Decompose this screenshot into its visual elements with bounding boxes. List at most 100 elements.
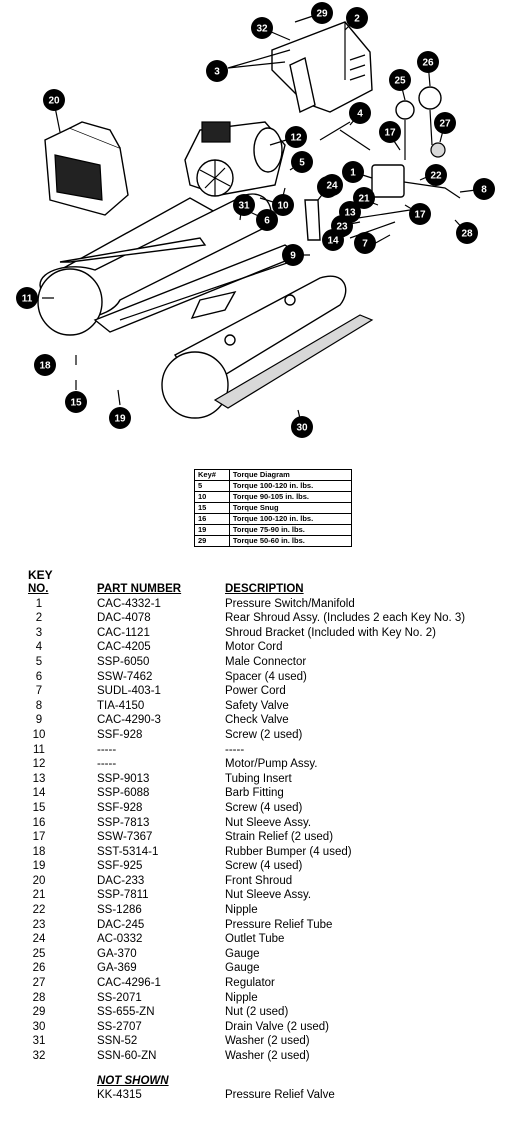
callout-22: 22 — [425, 164, 447, 186]
key-number: 19 — [32, 860, 46, 873]
part-number: GA-370 — [97, 947, 137, 960]
svg-text:2: 2 — [354, 14, 360, 25]
key-number: 31 — [32, 1035, 46, 1048]
callout-28: 28 — [456, 222, 478, 244]
part-description: Male Connector — [225, 655, 307, 668]
torque-key: 19 — [194, 524, 230, 536]
part-number: CAC-4296-1 — [97, 977, 161, 990]
torque-key: 16 — [194, 513, 230, 525]
key-number: 25 — [32, 947, 46, 960]
torque-value: Torque 50-60 in. lbs. — [228, 535, 353, 547]
part-number: SSP-9013 — [97, 772, 150, 785]
svg-text:28: 28 — [461, 229, 473, 240]
svg-text:8: 8 — [481, 185, 487, 196]
part-number: TIA-4150 — [97, 699, 145, 712]
callout-3: 3 — [206, 60, 228, 82]
motor-pump-assembly — [184, 121, 286, 205]
part-description: Check Valve — [225, 714, 289, 727]
svg-text:11: 11 — [22, 294, 33, 305]
part-description: Nut Sleeve Assy. — [225, 816, 312, 829]
key-number: 17 — [32, 831, 46, 844]
key-number: 6 — [35, 670, 43, 683]
key-number: 24 — [32, 933, 46, 946]
callout-group: 1234567891011121314151617171819202122232… — [16, 2, 495, 438]
callout-26: 26 — [417, 51, 439, 73]
key-number: 11 — [33, 743, 45, 756]
parts-row: 27 CAC-4296-1 Regulator — [28, 976, 498, 991]
not-shown-row: KK-4315 Pressure Relief Valve — [28, 1088, 498, 1103]
part-number: GA-369 — [97, 962, 137, 975]
torque-key: 15 — [194, 502, 230, 514]
part-description: Nut (2 used) — [225, 1006, 289, 1019]
callout-7: 7 — [354, 232, 376, 254]
part-number: CAC-4290-3 — [97, 714, 161, 727]
svg-text:9: 9 — [290, 251, 296, 262]
svg-text:1: 1 — [350, 168, 356, 179]
header-description: DESCRIPTION — [225, 583, 304, 595]
part-description: ----- — [225, 743, 245, 756]
part-number: SSF-928 — [97, 728, 143, 741]
callout-20: 20 — [43, 89, 65, 111]
part-description: Regulator — [225, 977, 275, 990]
part-description: Barb Fitting — [225, 787, 284, 800]
svg-text:31: 31 — [238, 201, 250, 212]
key-number: 20 — [32, 874, 46, 887]
part-description: Strain Relief (2 used) — [225, 831, 334, 844]
svg-text:18: 18 — [39, 361, 51, 372]
part-description: Nipple — [225, 991, 258, 1004]
svg-text:5: 5 — [299, 158, 305, 169]
part-number: SUDL-403-1 — [97, 685, 161, 698]
part-description: Screw (2 used) — [225, 728, 303, 741]
parts-list-header: NO. PART NUMBER DESCRIPTION — [28, 582, 498, 597]
part-number: DAC-245 — [97, 918, 145, 931]
svg-text:13: 13 — [344, 208, 356, 219]
key-number: 1 — [35, 597, 43, 610]
part-number: SST-5314-1 — [97, 845, 159, 858]
part-number: CAC-4332-1 — [97, 597, 161, 610]
part-number: KK-4315 — [97, 1089, 142, 1102]
torque-value: Torque 75-90 in. lbs. — [228, 524, 353, 536]
torque-table-header: Key# Torque Diagram — [194, 469, 353, 481]
key-number: 26 — [32, 962, 46, 975]
part-number: SSP-7813 — [97, 816, 150, 829]
svg-text:6: 6 — [264, 216, 270, 227]
callout-30: 30 — [291, 416, 313, 438]
svg-text:10: 10 — [277, 201, 289, 212]
callout-27: 27 — [434, 112, 456, 134]
callout-23: 23 — [331, 215, 353, 237]
callout-4: 4 — [349, 102, 371, 124]
parts-row: 26 GA-369 Gauge — [28, 961, 498, 976]
callout-9: 9 — [282, 244, 304, 266]
svg-text:12: 12 — [290, 133, 302, 144]
twin-tank-assembly — [37, 193, 374, 419]
key-number: 27 — [32, 977, 46, 990]
key-number: 3 — [35, 626, 43, 639]
part-number: SSW-7367 — [97, 831, 153, 844]
callout-24: 24 — [321, 174, 343, 196]
spacer — [28, 1064, 498, 1074]
key-number: 8 — [35, 699, 43, 712]
key-number: 14 — [32, 787, 46, 800]
key-number: 22 — [32, 904, 46, 917]
part-description: Gauge — [225, 962, 260, 975]
callout-32: 32 — [251, 17, 273, 39]
key-number: 9 — [35, 714, 43, 727]
